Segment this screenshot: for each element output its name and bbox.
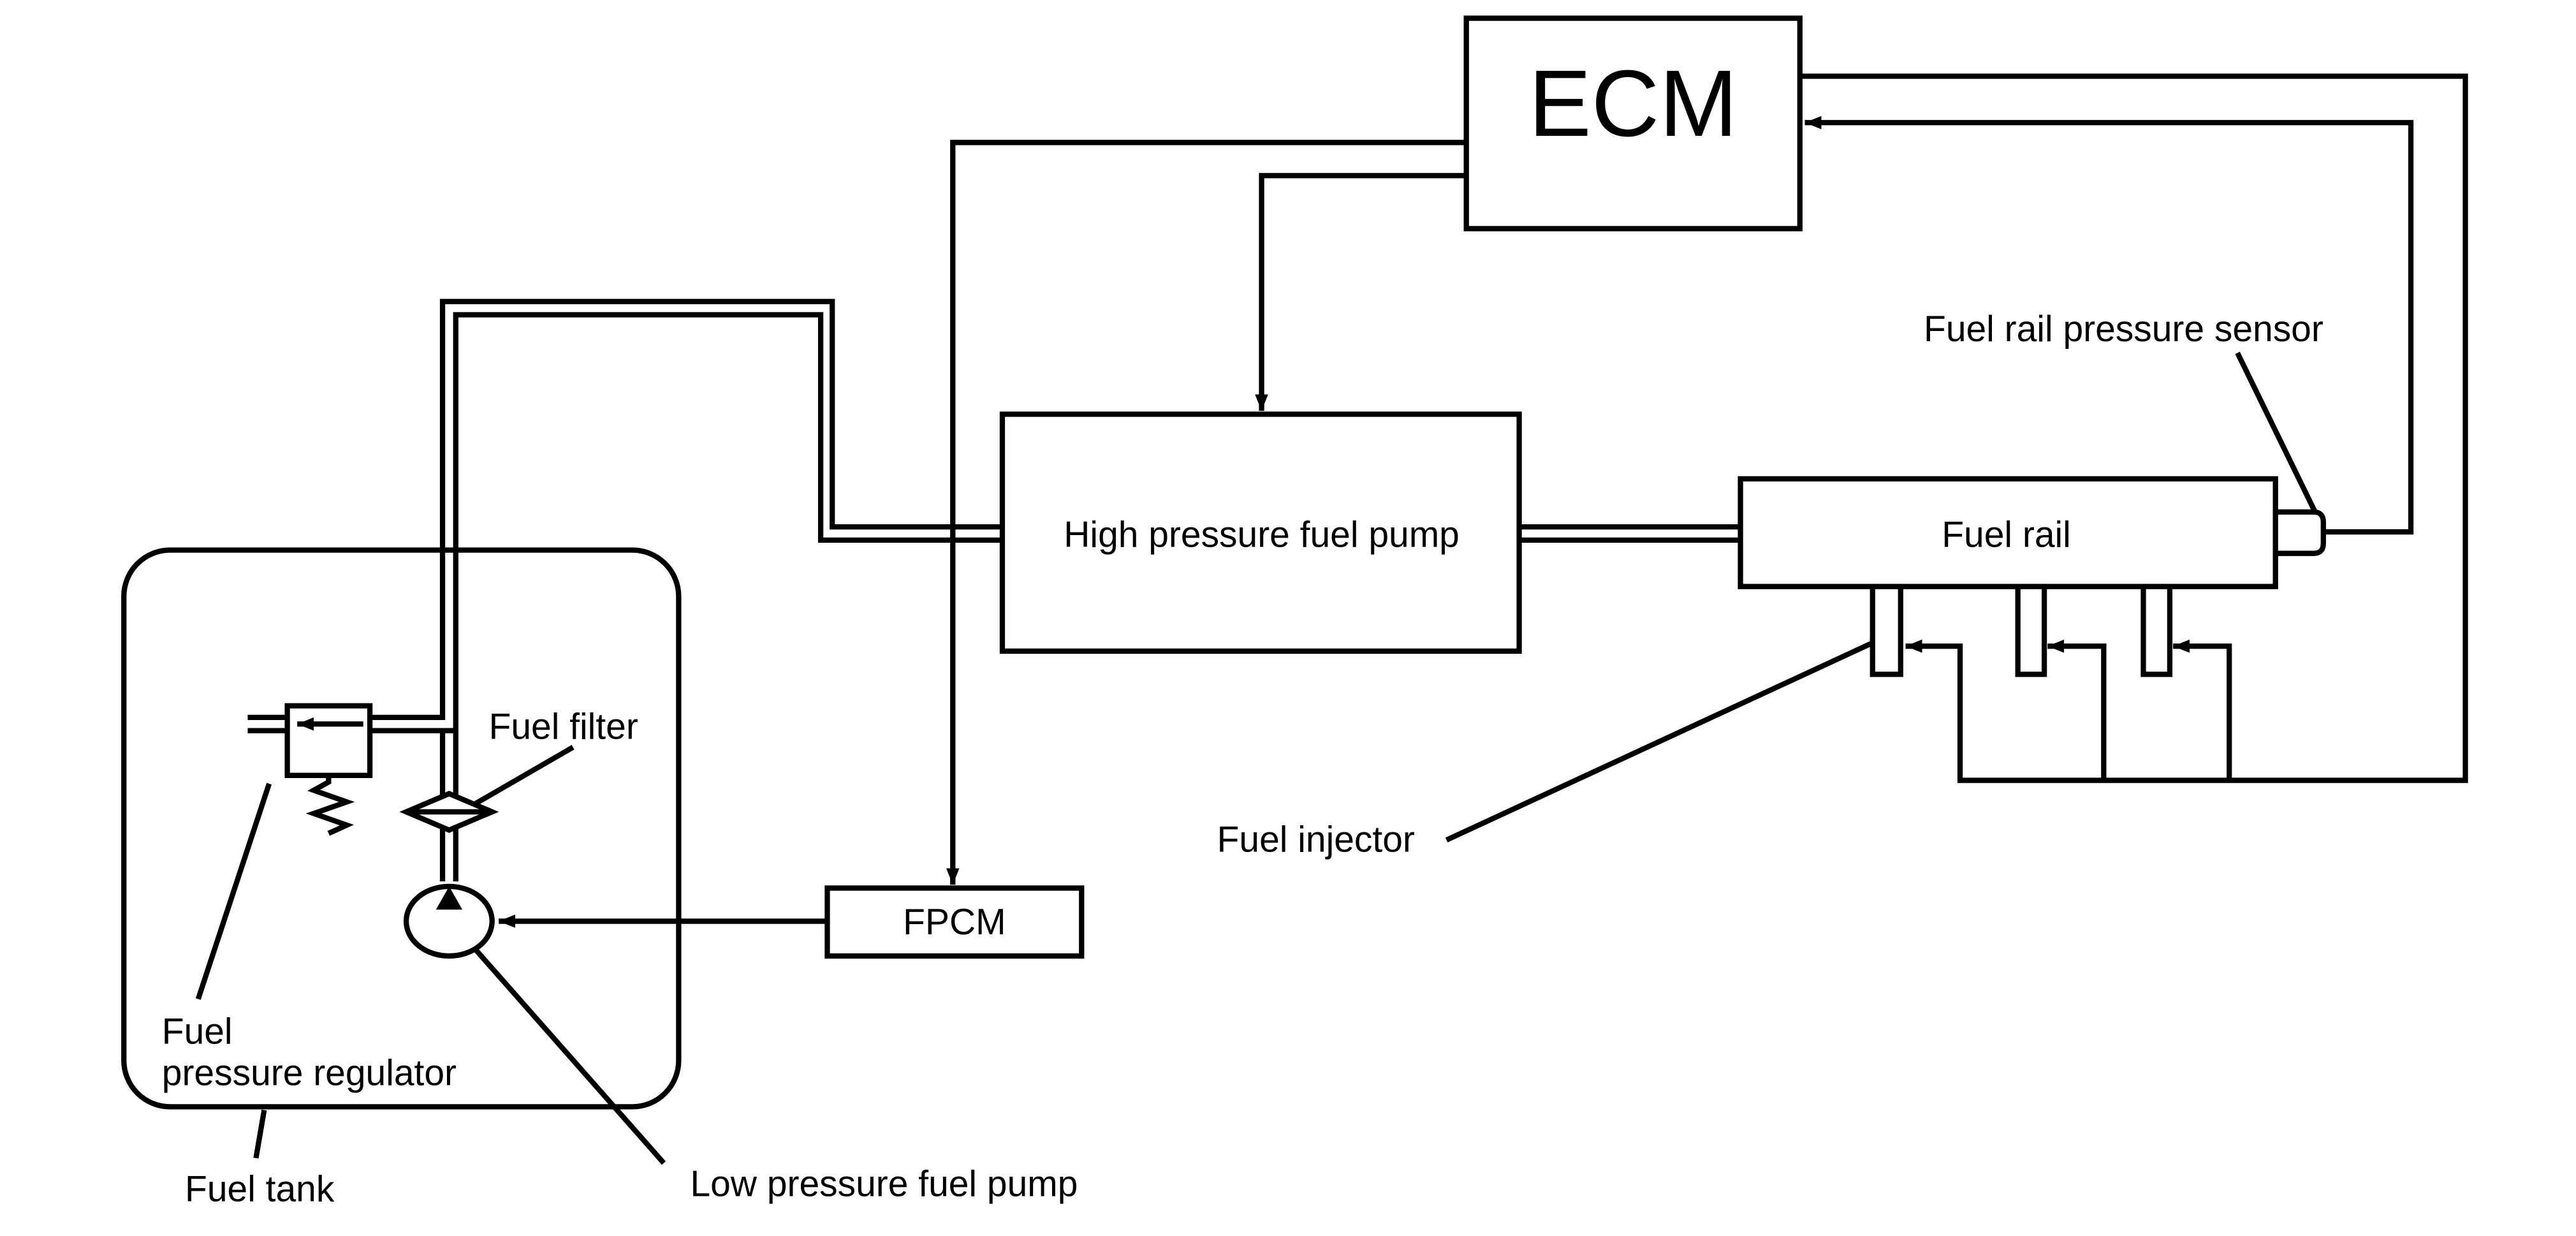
ecm-box [1463,15,1803,232]
leader-fuel-rail-pressure-sensor [2235,351,2318,513]
fuel-pressure-regulator [247,703,373,836]
fuel-tank-label: Fuel tank [185,1168,335,1209]
low-pressure-fuel-pump-label: Low pressure fuel pump [691,1164,1078,1205]
ecm-to-hp-pump-signal [1255,173,1467,411]
fuel-pressure-regulator-label-line2: pressure regulator [162,1053,457,1094]
high-pressure-fuel-pump-box [999,411,1522,654]
pump-direction-arrow-icon [435,886,463,910]
fpcm-label: FPCM [903,902,1006,943]
ecm-label: ECM [1528,51,1738,156]
injector-3-signal [2173,639,2232,781]
fuel-rail-label: Fuel rail [1942,514,2071,555]
leader-fuel-filter [474,745,574,806]
leader-fuel-tank [253,1109,267,1159]
fuel-line-to-hp-pump [370,298,1001,733]
sensor-to-ecm-signal [1804,115,2414,535]
high-pressure-fuel-pump-label: High pressure fuel pump [1064,514,1460,555]
fuel-line-to-rail [1519,524,1739,543]
leader-low-pressure-fuel-pump [472,946,666,1165]
fuel-tank [121,547,682,1110]
fuel-injector-1 [1870,584,1903,677]
fuel-rail-pressure-sensor [2272,509,2326,556]
fuel-injector-2 [2015,584,2047,677]
leader-fuel-pressure-regulator [195,783,272,1000]
fuel-rail-pressure-sensor-label: Fuel rail pressure sensor [1924,309,2324,349]
fuel-pressure-regulator-label-line1: Fuel [162,1012,233,1052]
fuel-filter-label: Fuel filter [489,707,638,747]
fuel-injector-3 [2141,584,2173,677]
injector-2-signal [2047,639,2107,781]
ecm-to-fpcm-signal [946,140,1467,885]
leader-fuel-injector [1445,640,1874,842]
fpcm-box [824,885,1085,959]
fuel-injector-label: Fuel injector [1217,819,1415,860]
ecm-to-injector-signal [1799,73,2468,783]
